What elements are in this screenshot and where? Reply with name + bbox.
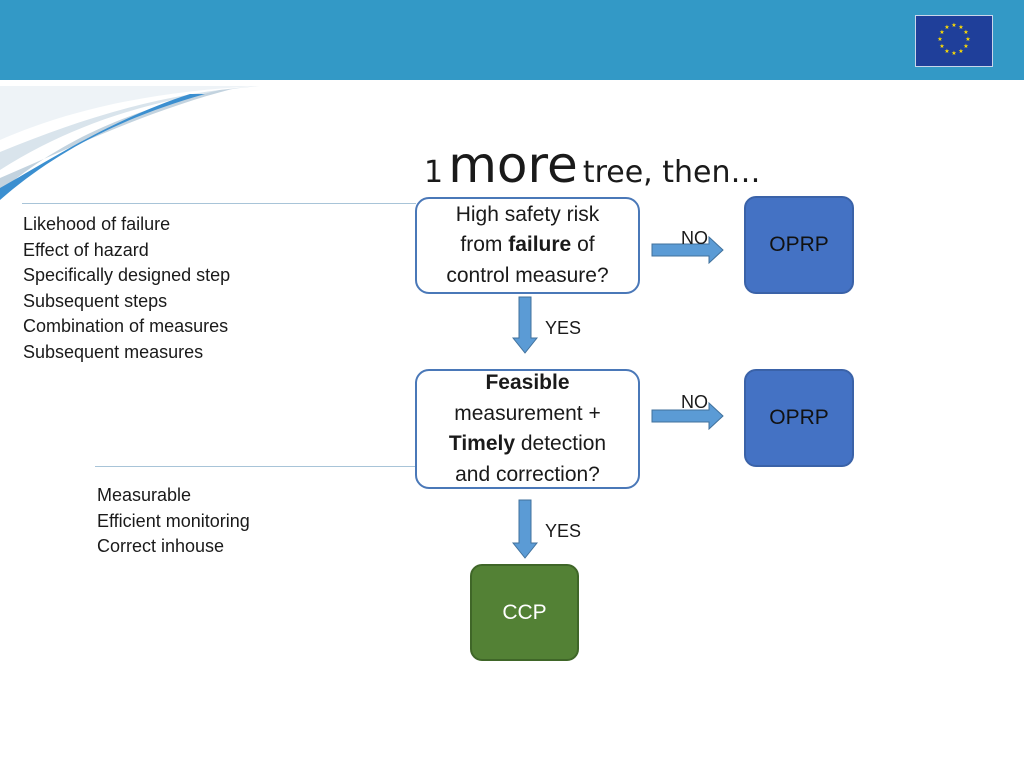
decision-text: of xyxy=(571,233,595,257)
divider-bottom xyxy=(95,466,416,467)
outcome-label: OPRP xyxy=(769,233,829,256)
outcome-oprp-2: OPRP xyxy=(744,369,854,467)
decision-text-bold: failure xyxy=(508,233,572,257)
svg-text:★: ★ xyxy=(951,22,956,29)
decision-text: detection xyxy=(515,432,607,455)
edge-label-no: NO xyxy=(681,228,708,248)
divider-top xyxy=(22,203,416,204)
edge-label-yes: YES xyxy=(545,521,582,541)
criteria-list-feasibility: Measurable Efficient monitoring Correct … xyxy=(97,483,250,560)
page-title: 1 more tree, then… xyxy=(424,136,760,196)
decision-text: from xyxy=(460,233,509,257)
svg-text:★: ★ xyxy=(951,50,956,57)
decision-line: control measure? xyxy=(446,263,609,287)
criteria-list-failure: Likehood of failure Effect of hazard Spe… xyxy=(23,212,230,366)
svg-text:★: ★ xyxy=(958,24,963,31)
decision-box-failure: High safety risk from failure of control… xyxy=(415,197,640,294)
svg-text:★: ★ xyxy=(944,24,949,31)
arrow-down-yes-2 xyxy=(512,499,538,559)
decision-line-bold: Feasible xyxy=(485,371,570,394)
list-item: Specifically designed step xyxy=(23,265,231,286)
outcome-label: OPRP xyxy=(769,406,829,429)
decision-line: measurement + xyxy=(454,401,601,425)
edge-label-yes: YES xyxy=(545,318,582,338)
list-item: Effect of hazard xyxy=(23,239,149,260)
decorative-swoosh xyxy=(0,86,260,200)
list-item: Correct inhouse xyxy=(97,536,225,557)
edge-label-no: NO xyxy=(681,392,708,412)
list-item: Combination of measures xyxy=(23,316,229,337)
title-emphasis: more xyxy=(448,136,578,194)
eu-flag-icon: ★ ★ ★ ★ ★ ★ ★ ★ ★ ★ ★ ★ xyxy=(915,15,993,67)
arrow-right-no-1 xyxy=(651,236,724,264)
list-item: Efficient monitoring xyxy=(97,510,250,531)
decision-line: and correction? xyxy=(455,462,600,486)
decision-line: Timely detection xyxy=(449,429,606,460)
list-item: Measurable xyxy=(97,485,192,505)
decision-line: High safety risk xyxy=(455,202,600,226)
svg-text:★: ★ xyxy=(939,29,944,36)
svg-text:★: ★ xyxy=(963,43,968,50)
header-bar xyxy=(0,0,1024,80)
list-item: Subsequent measures xyxy=(23,341,204,362)
svg-text:★: ★ xyxy=(944,48,949,55)
decision-line: from failure of xyxy=(460,230,594,261)
outcome-oprp-1: OPRP xyxy=(744,196,854,294)
title-prefix: 1 xyxy=(424,155,444,190)
svg-text:★: ★ xyxy=(937,36,942,43)
svg-text:★: ★ xyxy=(963,29,968,36)
outcome-label: CCP xyxy=(502,600,547,624)
decision-box-feasibility: Feasible measurement + Timely detection … xyxy=(415,369,640,489)
svg-text:★: ★ xyxy=(965,36,970,43)
svg-text:★: ★ xyxy=(958,48,963,55)
list-item: Subsequent steps xyxy=(23,290,168,311)
list-item: Likehood of failure xyxy=(23,214,171,234)
arrow-right-no-2 xyxy=(651,402,724,430)
decision-text-bold: Timely xyxy=(448,432,516,455)
svg-text:★: ★ xyxy=(939,43,944,50)
title-suffix: tree, then… xyxy=(582,155,761,190)
outcome-ccp: CCP xyxy=(470,564,579,661)
arrow-down-yes-1 xyxy=(512,296,538,354)
